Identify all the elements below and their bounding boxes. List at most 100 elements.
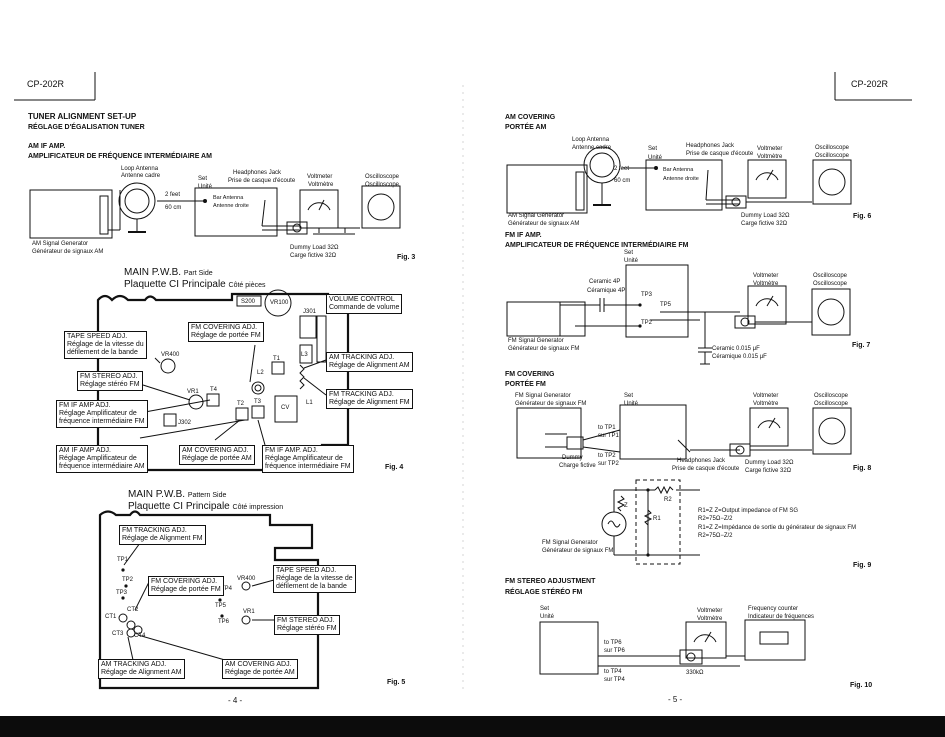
fig4-vr100: VR100 bbox=[270, 300, 289, 306]
fig10-set-label: Set bbox=[540, 606, 550, 612]
fig6-generator-label: AM Signal Generator bbox=[508, 213, 565, 219]
fig7-voltmeter-label: Voltmeter bbox=[753, 273, 779, 279]
fig9-caption: Fig. 9 bbox=[853, 562, 872, 569]
fig7-voltmeter-label-fr: Voltmètre bbox=[753, 281, 779, 287]
fig7-capacitor-label: Ceramic 0.015 μF bbox=[712, 346, 760, 352]
fig8-dummy-label: Dummy bbox=[562, 455, 583, 461]
fig4-l2: L2 bbox=[257, 370, 264, 376]
fig3-bar-label: Bar Antenna bbox=[213, 195, 244, 201]
scan-edge-band bbox=[0, 716, 945, 737]
fig9-r2: R2 bbox=[664, 497, 672, 503]
fig5-vr400: VR400 bbox=[237, 576, 256, 582]
fig6-osc-label-fr: Oscilloscope bbox=[815, 153, 850, 159]
fig7-capacitor-label-fr: Céramique 0.015 μF bbox=[712, 354, 767, 360]
fig7-osc-label-fr: Oscilloscope bbox=[813, 281, 848, 287]
fm-stereo-title-fr: RÉGLAGE STÉRÉO FM bbox=[505, 589, 583, 596]
fig9-eq1: R1=Z Z=Output impedance of FM SG bbox=[698, 508, 799, 514]
fig5-am-tracking-label: AM TRACKING ADJ.Réglage de Alignment AM bbox=[98, 659, 185, 679]
fig10-counter-label-fr: Indicateur de fréquences bbox=[748, 614, 815, 620]
fig9-z: Z bbox=[624, 503, 628, 509]
fig3-load-label: Dummy Load 32Ω bbox=[290, 245, 339, 251]
fig8-tp2: to TP2 bbox=[598, 453, 616, 459]
fig9-generator-label-fr: Générateur de signaux FM bbox=[542, 548, 614, 554]
fm-if-title: FM IF AMP. bbox=[505, 232, 542, 239]
fig6-distance: 2 feet bbox=[614, 166, 630, 172]
fig7-ceramic-label-fr: Céramique 4P bbox=[587, 288, 626, 294]
fig8-caption: Fig. 8 bbox=[853, 465, 872, 472]
fig3-hp-label-fr: Prise de casque d'écoute bbox=[228, 178, 296, 184]
fig4-cv: CV bbox=[281, 405, 290, 411]
fig8-tp2-fr: sur TP2 bbox=[598, 461, 619, 467]
fm-covering-title-fr: PORTÉE FM bbox=[505, 381, 546, 388]
fig4-title-1: MAIN P.W.B. Part Side bbox=[124, 267, 213, 278]
fig3-set-label: Set bbox=[198, 176, 208, 182]
fig7-generator-label: FM Signal Generator bbox=[508, 338, 564, 344]
fig10-tp6-fr: sur TP6 bbox=[604, 648, 625, 654]
fig4-l1: L1 bbox=[306, 400, 313, 406]
fig4-am-tracking-label: AM TRACKING ADJ.Réglage de Alignment AM bbox=[326, 352, 413, 372]
fig8-generator-label: FM Signal Generator bbox=[515, 393, 571, 399]
fig4-vr400: VR400 bbox=[161, 352, 180, 358]
fig9-r1: R1 bbox=[653, 516, 661, 522]
fig6-bar-label: Bar Antenna bbox=[663, 167, 694, 173]
fig5-title-2: Plaquette CI Principale Côté impression bbox=[128, 501, 284, 512]
fig8-hp-label: Headphones Jack bbox=[677, 458, 726, 464]
fig7-osc-label: Oscilloscope bbox=[813, 273, 848, 279]
fig7-tp2: TP2 bbox=[641, 320, 653, 326]
fig6-osc-label: Oscilloscope bbox=[815, 145, 850, 151]
fig5-fm-stereo-label: FM STEREO ADJ.Réglage stéréo FM bbox=[274, 615, 340, 635]
fig7-ceramic-label: Ceramic 4P bbox=[589, 279, 621, 285]
fig7-set-label-fr: Unité bbox=[624, 258, 639, 264]
fig3-bar-label-fr: Antenne droite bbox=[213, 203, 249, 209]
fig3-voltmeter-label: Voltmeter bbox=[307, 174, 333, 180]
model-right: CP-202R bbox=[851, 79, 889, 89]
fig4-t3: T3 bbox=[254, 399, 262, 405]
fig8-dummy-label-fr: Charge fictive bbox=[559, 463, 596, 469]
fig4-title-2: Plaquette CI Principale Côté pièces bbox=[124, 279, 266, 290]
fig6-hp-label-fr: Prise de casque d'écoute bbox=[686, 151, 754, 157]
fig5-vr1: VR1 bbox=[243, 609, 255, 615]
fig5-tp2: TP2 bbox=[122, 577, 134, 583]
fig10-set-label-fr: Unité bbox=[540, 614, 555, 620]
fig6-caption: Fig. 6 bbox=[853, 213, 872, 220]
fig8-voltmeter-label-fr: Voltmètre bbox=[753, 401, 779, 407]
fig8-osc-label: Oscilloscope bbox=[814, 393, 849, 399]
fig3-set-label-fr: Unité bbox=[198, 184, 213, 190]
fig6-hp-label: Headphones Jack bbox=[686, 143, 735, 149]
fig4-j302: J302 bbox=[178, 420, 192, 426]
fig3-distance: 2 feet bbox=[165, 192, 181, 198]
model-left: CP-202R bbox=[27, 79, 65, 89]
fig8-load-label: Dummy Load 32Ω bbox=[745, 460, 794, 466]
fig5-fm-tracking-label: FM TRACKING ADJ.Réglage de Alignment FM bbox=[119, 525, 206, 545]
fig3-hp-label: Headphones Jack bbox=[233, 170, 282, 176]
fig8-voltmeter-label: Voltmeter bbox=[753, 393, 779, 399]
fig8-hp-label-fr: Prise de casque d'écoute bbox=[672, 466, 740, 472]
am-if-title: AM IF AMP. bbox=[28, 143, 66, 150]
fig4-t2: T2 bbox=[237, 401, 245, 407]
fig4-fm-stereo-label: FM STEREO ADJ.Réglage stéréo FM bbox=[77, 371, 143, 391]
fig8-tp1: to TP1 bbox=[598, 425, 616, 431]
fig6-loop-label-fr: Antenne cadre bbox=[572, 145, 612, 151]
fig5-tp6: TP6 bbox=[218, 619, 230, 625]
fig10-counter-label: Frequency counter bbox=[748, 606, 799, 612]
fig6-loop-label: Loop Antenna bbox=[572, 137, 610, 143]
fig8-tp1-fr: sur TP1 bbox=[598, 433, 619, 439]
fig4-am-covering-label: AM COVERING ADJ.Réglage de portée AM bbox=[179, 445, 255, 465]
fig4-vr1: VR1 bbox=[187, 389, 199, 395]
section-title: TUNER ALIGNMENT SET-UP bbox=[28, 112, 137, 121]
am-covering-title-fr: PORTÉE AM bbox=[505, 124, 547, 131]
fig5-ct2: CT2 bbox=[127, 607, 139, 613]
fig9-generator-label: FM Signal Generator bbox=[542, 540, 598, 546]
